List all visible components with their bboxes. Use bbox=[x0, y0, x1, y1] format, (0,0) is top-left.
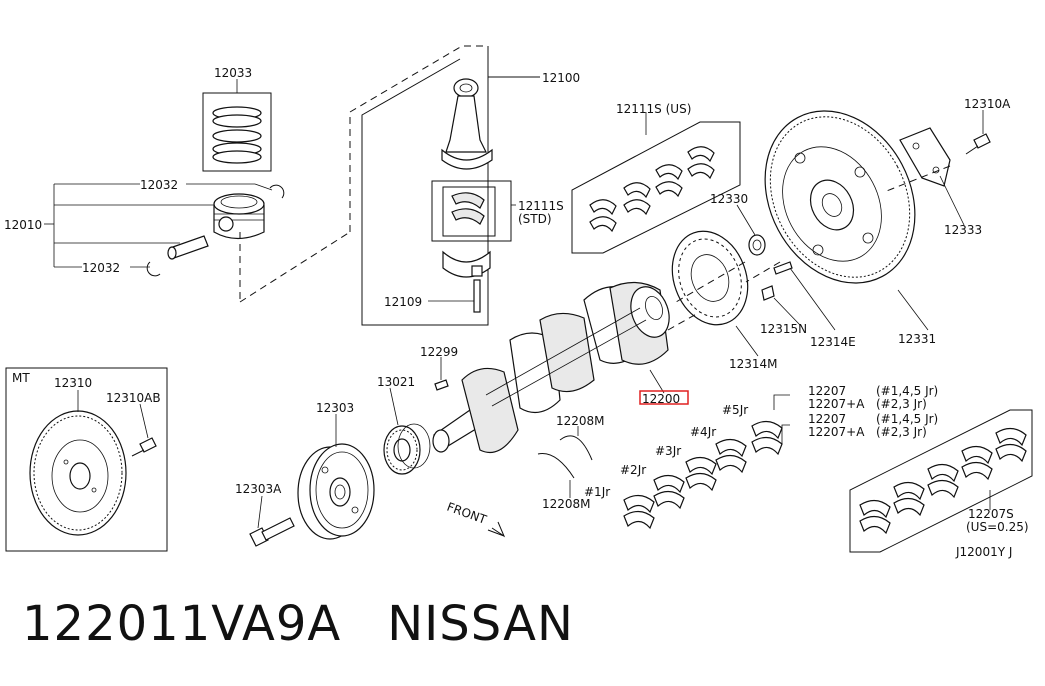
label-12299: 12299 bbox=[420, 345, 458, 359]
label-12100: 12100 bbox=[542, 71, 580, 85]
thrust-bearing bbox=[537, 435, 593, 479]
label-front: FRONT bbox=[445, 500, 489, 527]
part-caption: 122011VA9A NISSAN bbox=[22, 596, 574, 652]
label-12032-bottom: 12032 bbox=[82, 261, 120, 275]
label-12310ab: 12310AB bbox=[106, 391, 161, 405]
label-12315n: 12315N bbox=[760, 322, 807, 336]
label-12111s-us: 12111S (US) bbox=[616, 102, 691, 116]
label-12314e: 12314E bbox=[810, 335, 856, 349]
label-12207-a: 12207 bbox=[808, 384, 846, 398]
label-jr4: #4Jr bbox=[690, 425, 716, 439]
label-12208m-top: 12208M bbox=[556, 414, 605, 428]
label-12111s-std: 12111S bbox=[518, 199, 564, 213]
label-12207a-b: 12207+A bbox=[808, 425, 865, 439]
label-12314m: 12314M bbox=[729, 357, 778, 371]
label-jr3: #3Jr bbox=[655, 444, 681, 458]
label-12111s-std-note: (STD) bbox=[518, 212, 552, 226]
label-12207a-a-note: (#2,3 Jr) bbox=[876, 397, 927, 411]
label-12207a-a: 12207+A bbox=[808, 397, 865, 411]
piston-pin bbox=[167, 235, 209, 260]
label-12207s: 12207S bbox=[968, 507, 1014, 521]
connecting-rod-box bbox=[349, 45, 540, 326]
label-12303: 12303 bbox=[316, 401, 354, 415]
label-12010: 12010 bbox=[4, 218, 42, 232]
label-12207-a-note: (#1,4,5 Jr) bbox=[876, 384, 938, 398]
main-bearing-us-box bbox=[849, 409, 1033, 553]
label-12207a-b-note: (#2,3 Jr) bbox=[876, 425, 927, 439]
exploded-view-drawing: 12033 12032 12010 12032 12100 12111S (ST… bbox=[4, 45, 1033, 559]
crank-sprocket bbox=[383, 423, 431, 475]
drive-plate bbox=[764, 110, 916, 284]
rod-bearing-us-box bbox=[571, 112, 741, 254]
front-arrow bbox=[487, 521, 506, 538]
label-12207s-note: (US=0.25) bbox=[966, 520, 1029, 534]
highlight-box-12200[interactable] bbox=[639, 390, 689, 405]
diagram-code: J12001Y J bbox=[955, 545, 1012, 559]
brand-name: NISSAN bbox=[387, 596, 574, 652]
label-jr1: #1Jr bbox=[584, 485, 610, 499]
label-12208m-bottom: 12208M bbox=[542, 497, 591, 511]
dowel-pin bbox=[761, 261, 793, 301]
piston bbox=[213, 193, 265, 240]
crank-key bbox=[434, 379, 449, 391]
label-12207-b: 12207 bbox=[808, 412, 846, 426]
label-12109: 12109 bbox=[384, 295, 422, 309]
piston-ring-set-box bbox=[202, 92, 272, 172]
flywheel-bolt bbox=[965, 133, 991, 155]
label-12310a: 12310A bbox=[964, 97, 1011, 111]
label-12310: 12310 bbox=[54, 376, 92, 390]
pilot-converter bbox=[748, 234, 766, 256]
label-12200[interactable]: 12200 bbox=[642, 392, 680, 406]
label-12331: 12331 bbox=[898, 332, 936, 346]
part-number: 122011VA9A bbox=[22, 596, 342, 652]
crank-pulley bbox=[297, 443, 375, 540]
reinforcement-plate bbox=[899, 127, 951, 187]
label-13021: 13021 bbox=[377, 375, 415, 389]
connecting-rod bbox=[441, 78, 493, 313]
snap-ring bbox=[146, 184, 285, 277]
crankshaft bbox=[432, 281, 670, 454]
pulley-bolt bbox=[249, 517, 295, 547]
main-bearings bbox=[623, 420, 783, 530]
label-12333: 12333 bbox=[944, 223, 982, 237]
mt-inset bbox=[5, 367, 168, 552]
label-12330: 12330 bbox=[710, 192, 748, 206]
label-jr5: #5Jr bbox=[722, 403, 748, 417]
label-mt: MT bbox=[12, 371, 30, 385]
reinforcement-plate-12314m bbox=[671, 230, 749, 326]
label-12207-b-note: (#1,4,5 Jr) bbox=[876, 412, 938, 426]
label-12032-top: 12032 bbox=[140, 178, 178, 192]
label-jr2: #2Jr bbox=[620, 463, 646, 477]
label-12033: 12033 bbox=[214, 66, 252, 80]
label-12303a: 12303A bbox=[235, 482, 282, 496]
